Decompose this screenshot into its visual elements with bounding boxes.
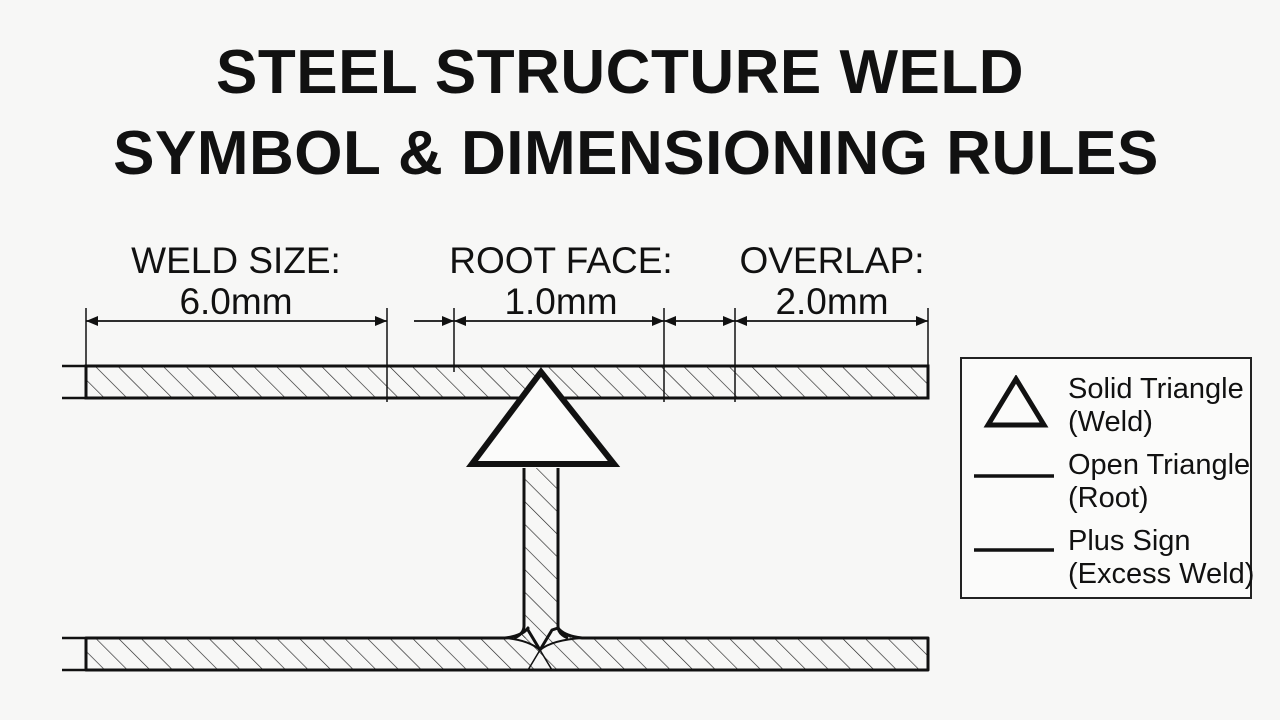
- legend-item-solid-triangle: Solid Triangle (Weld): [1068, 373, 1244, 438]
- title-line-2: SYMBOL & DIMENSIONING RULES: [113, 119, 1159, 188]
- top-plate: [62, 364, 930, 400]
- overlap-caption: OVERLAP:: [739, 240, 925, 281]
- legend-item-plus-sign: Plus Sign (Excess Weld): [1068, 525, 1255, 590]
- excess-weld-line-icon: [974, 548, 1054, 552]
- weld-size-label: WELD SIZE: 6.0mm: [116, 240, 356, 322]
- root-face-caption: ROOT FACE:: [449, 240, 673, 281]
- weld-size-value: 6.0mm: [179, 281, 293, 322]
- weld-triangle-icon: [466, 367, 621, 467]
- root-line-icon: [974, 474, 1054, 478]
- legend-item-open-triangle: Open Triangle (Root): [1068, 449, 1251, 514]
- vertical-web: [513, 468, 569, 671]
- weld-size-caption: WELD SIZE:: [131, 240, 341, 281]
- overlap-value: 2.0mm: [775, 281, 889, 322]
- bottom-plate: [62, 626, 930, 672]
- root-face-value: 1.0mm: [504, 281, 618, 322]
- legend-box: Solid Triangle (Weld) Open Triangle (Roo…: [960, 357, 1255, 599]
- overlap-label: OVERLAP: 2.0mm: [714, 240, 950, 322]
- open-triangle-icon: [983, 375, 1049, 428]
- root-face-label: ROOT FACE: 1.0mm: [430, 240, 692, 322]
- title-line-1: STEEL STRUCTURE WELD: [216, 38, 1024, 107]
